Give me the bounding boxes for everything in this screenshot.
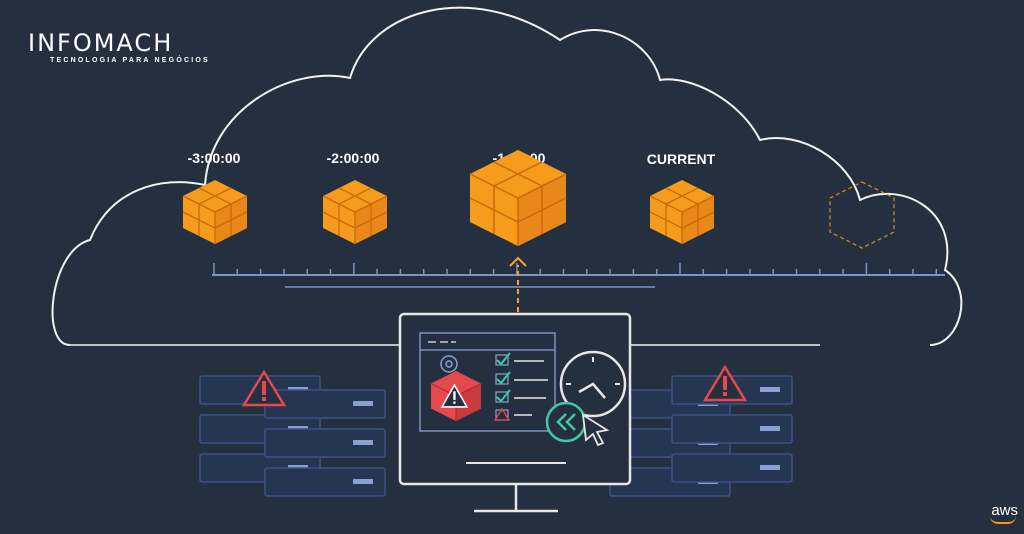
timeline-label-2: -2:00:00 <box>327 150 380 166</box>
brand-logo: INFOMACH TECNOLOGIA PARA NEGÓCIOS <box>28 30 210 64</box>
future-backup-placeholder <box>830 182 894 248</box>
server-stack-right <box>610 376 792 496</box>
timeline-label-current: CURRENT <box>647 151 715 167</box>
rewind-button[interactable] <box>547 403 585 441</box>
timeline-axis <box>212 263 945 287</box>
timeline-label-1: -3:00:00 <box>188 150 241 166</box>
backup-cube-1 <box>183 180 247 244</box>
timeline-label-3: -1:00:00 <box>493 150 546 166</box>
aws-smile-icon <box>990 516 1016 524</box>
brand-name: INFOMACH <box>28 30 210 56</box>
backup-cube-2 <box>323 180 387 244</box>
backup-cube-current <box>650 180 714 244</box>
server-stack-left <box>200 376 385 496</box>
brand-tagline: TECNOLOGIA PARA NEGÓCIOS <box>50 57 210 64</box>
